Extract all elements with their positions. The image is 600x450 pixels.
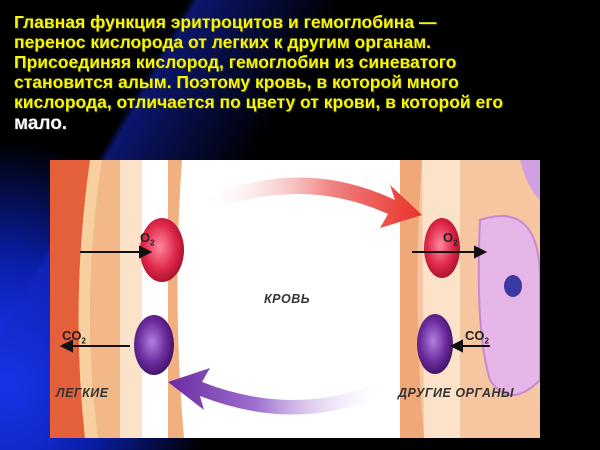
- deoxygenated-cell-left: [134, 315, 174, 375]
- gas-exchange-diagram: O2 CO2 O2 CO2 ЛЕГКИЕ ДРУГИЕ ОРГАНЫ КРОВЬ: [50, 160, 540, 438]
- organ-tissue: [400, 160, 540, 438]
- purple-arrow: [168, 368, 390, 415]
- text-line: становится алым. Поэтому кровь, в которо…: [14, 72, 459, 92]
- lungs-label: ЛЕГКИЕ: [56, 386, 109, 400]
- deoxygenated-cell-right: [417, 314, 453, 374]
- o2-label-right: O2: [443, 230, 458, 248]
- organs-label: ДРУГИЕ ОРГАНЫ: [398, 386, 514, 400]
- oxygenated-cell-left: [140, 218, 184, 282]
- text-line: Присоединяя кислород, гемоглобин из сине…: [14, 52, 457, 72]
- blood-label: КРОВЬ: [264, 292, 311, 306]
- diagram-illustration: [50, 160, 540, 438]
- co2-label-left: CO2: [62, 328, 86, 346]
- co2-label-right: CO2: [465, 328, 489, 346]
- text-line: перенос кислорода от легких к другим орг…: [14, 32, 432, 52]
- text-line: Главная функция эритроцитов и гемоглобин…: [14, 12, 437, 32]
- text-line: кислорода, отличается по цвету от крови,…: [14, 92, 504, 112]
- lung-tissue: [50, 160, 184, 438]
- text-line: мало.: [14, 113, 68, 134]
- slide-text: Главная функция эритроцитов и гемоглобин…: [14, 12, 590, 134]
- gas-arrows: [59, 245, 490, 353]
- oxygenated-cell-right: [424, 218, 460, 278]
- o2-label-left: O2: [140, 230, 155, 248]
- red-arrow: [200, 177, 422, 228]
